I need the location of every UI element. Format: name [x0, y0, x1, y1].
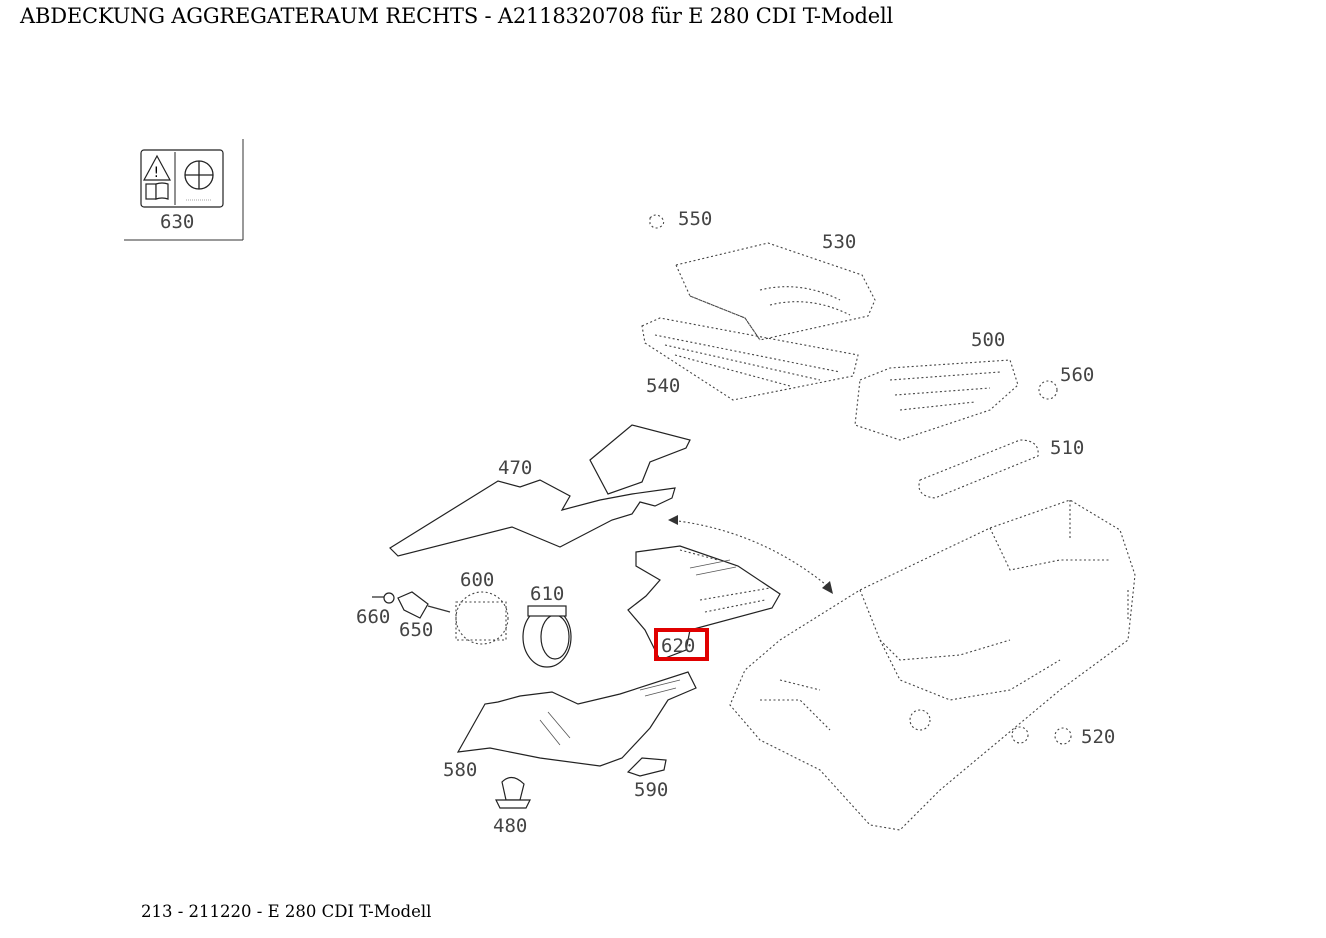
- label-560: 560: [1060, 364, 1094, 386]
- part-660-group[interactable]: 660: [356, 592, 395, 628]
- part-650-group[interactable]: 650: [397, 591, 451, 641]
- label-470: 470: [498, 457, 532, 479]
- label-510: 510: [1050, 437, 1084, 459]
- part-530-group[interactable]: 530: [675, 231, 876, 341]
- highlight-box-620: [654, 628, 709, 661]
- assembly-arrow: [668, 515, 833, 594]
- svg-text:!: !: [154, 165, 160, 181]
- part-470-group[interactable]: 470: [389, 424, 691, 557]
- part-550-group[interactable]: 550: [649, 208, 712, 230]
- part-520-group[interactable]: 520: [1054, 726, 1115, 748]
- label-630: 630: [160, 211, 194, 233]
- part-540-group[interactable]: 540: [641, 317, 859, 401]
- label-480: 480: [493, 815, 527, 837]
- part-590-group[interactable]: 590: [626, 757, 668, 801]
- label-540: 540: [646, 375, 680, 397]
- engine-reference: [729, 499, 1136, 831]
- crosshair-icon: [184, 160, 214, 201]
- label-530: 530: [822, 231, 856, 253]
- part-480-group[interactable]: 480: [493, 776, 531, 837]
- footer-model-info: 213 - 211220 - E 280 CDI T-Modell: [141, 902, 432, 921]
- page-title: ABDECKUNG AGGREGATERAUM RECHTS - A211832…: [20, 4, 894, 28]
- part-610-group[interactable]: 610: [522, 583, 572, 668]
- label-650: 650: [399, 619, 433, 641]
- part-510-group[interactable]: 510: [918, 437, 1084, 499]
- part-630-group[interactable]: ! 630: [124, 139, 244, 241]
- label-500: 500: [971, 329, 1005, 351]
- part-500-group[interactable]: 500: [854, 329, 1019, 441]
- part-580-group[interactable]: 580: [443, 671, 697, 781]
- label-600: 600: [460, 569, 494, 591]
- label-580: 580: [443, 759, 477, 781]
- label-620: 620: [661, 635, 695, 657]
- label-610: 610: [530, 583, 564, 605]
- part-620-group[interactable]: 620: [627, 545, 781, 661]
- label-550: 550: [678, 208, 712, 230]
- label-520: 520: [1081, 726, 1115, 748]
- manual-book-icon: [145, 182, 169, 200]
- label-660: 660: [356, 606, 390, 628]
- label-590: 590: [634, 779, 668, 801]
- part-560-group[interactable]: 560: [1038, 364, 1094, 400]
- part-600-group[interactable]: 600: [455, 569, 509, 645]
- warning-triangle-icon: !: [142, 154, 172, 181]
